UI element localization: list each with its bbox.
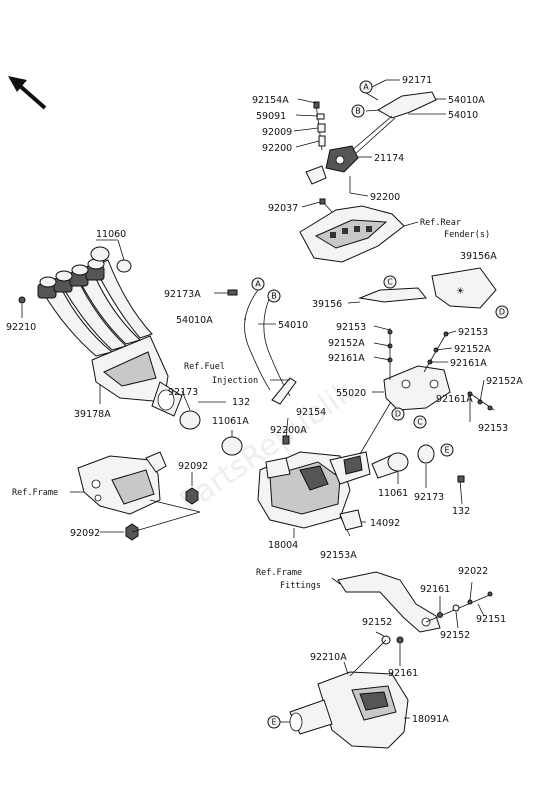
silencer-18091A [289, 631, 410, 749]
label-59091: 59091 [256, 111, 286, 122]
label-92173-right: 92173 [414, 492, 444, 503]
connector-pipe [339, 444, 465, 531]
marker-a-top: A [359, 80, 373, 94]
label-21174: 21174 [374, 153, 404, 164]
label-92200A: 92200A [270, 425, 307, 436]
main-muffler-18004 [257, 399, 393, 538]
label-ref-rear-fender-2: Fender(s) [444, 230, 490, 240]
exhaust-header-pipes [18, 239, 183, 417]
label-92153A: 92153A [320, 550, 357, 561]
label-92092-a: 92092 [178, 461, 208, 472]
label-54010-top: 54010 [448, 110, 478, 121]
pre-chamber-assembly [70, 451, 201, 541]
label-92200-top: 92200 [262, 143, 292, 154]
svg-text:D: D [395, 410, 401, 419]
label-92171: 92171 [402, 75, 432, 86]
reference-markers: A B A B C D D C E E [251, 79, 509, 729]
label-ref-fuel-1: Ref.Fuel [184, 362, 225, 372]
label-132-left: 132 [232, 397, 250, 408]
label-92152-a: 92152 [440, 630, 470, 641]
label-11061A: 11061A [212, 416, 249, 427]
svg-text:B: B [271, 292, 277, 301]
label-39178A: 39178A [74, 409, 111, 420]
svg-text:E: E [271, 718, 276, 727]
label-92152A-r: 92152A [454, 344, 491, 355]
label-55020: 55020 [336, 388, 366, 399]
label-39156A: 39156A [460, 251, 497, 262]
label-18091A: 18091A [412, 714, 449, 725]
label-92161A-a: 92161A [328, 353, 365, 364]
label-ref-frame-fittings-2: Fittings [280, 581, 321, 591]
marker-c-top: C [383, 275, 397, 289]
label-92161-a: 92161 [420, 584, 450, 595]
marker-c-mid: C [413, 415, 427, 429]
label-92153-a: 92153 [336, 322, 366, 333]
svg-text:E: E [444, 446, 449, 455]
svg-text:B: B [355, 107, 361, 116]
marker-e-bottom: E [267, 715, 281, 729]
label-92151: 92151 [476, 614, 506, 625]
label-ref-rear-fender-1: Ref.Rear [420, 218, 461, 228]
label-92200-mid: 92200 [370, 192, 400, 203]
silencer-hanger-bracket [331, 571, 493, 633]
valve-actuator-assembly [293, 79, 446, 263]
label-92161A-r2: 92161A [436, 394, 473, 405]
heat-shields: ☀ [347, 267, 497, 422]
label-92152A-r2: 92152A [486, 376, 523, 387]
label-92152-b: 92152 [362, 617, 392, 628]
label-92152A-a: 92152A [328, 338, 365, 349]
marker-e-mid: E [440, 443, 454, 457]
part-labels: 92171 54010A 54010 92154A 59091 92009 92… [6, 75, 523, 725]
label-92092-b: 92092 [70, 528, 100, 539]
label-11060: 11060 [96, 229, 126, 240]
label-14092: 14092 [370, 518, 400, 529]
label-92173-left: 92173 [168, 387, 198, 398]
label-92161A-r: 92161A [450, 358, 487, 369]
label-92037: 92037 [268, 203, 298, 214]
label-ref-frame: Ref.Frame [12, 488, 58, 498]
label-92153-r: 92153 [458, 327, 488, 338]
svg-text:☀: ☀ [456, 286, 465, 297]
marker-b-mid: B [267, 289, 281, 303]
label-92173A: 92173A [164, 289, 201, 300]
svg-text:A: A [255, 280, 261, 289]
label-92161-b: 92161 [388, 668, 418, 679]
label-54010-mid: 54010 [278, 320, 308, 331]
label-132-right: 132 [452, 506, 470, 517]
label-92022: 92022 [458, 566, 488, 577]
label-18004: 18004 [268, 540, 298, 551]
marker-d-top: D [495, 305, 509, 319]
label-39156: 39156 [312, 299, 342, 310]
label-ref-fuel-2: Injection [212, 376, 258, 386]
svg-text:C: C [387, 278, 393, 287]
marker-b-top: B [351, 104, 365, 118]
label-54010A-mid: 54010A [176, 315, 213, 326]
svg-text:C: C [417, 418, 423, 427]
label-11061: 11061 [378, 488, 408, 499]
marker-d-mid: D [391, 407, 405, 421]
label-92009: 92009 [262, 127, 292, 138]
label-92210: 92210 [6, 322, 36, 333]
label-92154: 92154 [296, 407, 326, 418]
label-ref-frame-fittings-1: Ref.Frame [256, 568, 302, 578]
label-92153-r2: 92153 [478, 423, 508, 434]
label-92154A: 92154A [252, 95, 289, 106]
valve-cables [179, 289, 298, 462]
svg-text:A: A [363, 83, 369, 92]
label-92210A: 92210A [310, 652, 347, 663]
svg-text:D: D [499, 308, 505, 317]
front-arrow-icon [8, 76, 47, 110]
marker-a-mid: A [251, 277, 265, 291]
label-54010A-top: 54010A [448, 95, 485, 106]
